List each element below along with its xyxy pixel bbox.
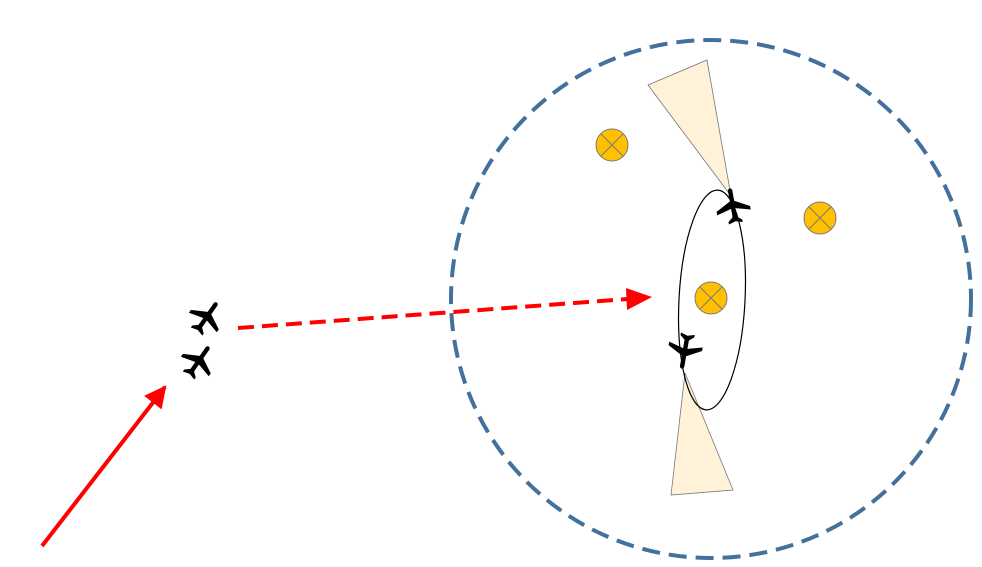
- zone-boundary-circle: [449, 38, 973, 560]
- intercept-path-arrowhead: [626, 288, 652, 310]
- intercept-path-arrow: [237, 297, 629, 330]
- approach-path-arrow: [40, 385, 167, 548]
- sensor-beam-upper: [647, 59, 732, 197]
- threat-marker-icon: [803, 201, 837, 235]
- sensor-beam-lower: [670, 372, 734, 496]
- airplane-icon: [664, 330, 705, 372]
- airplane-icon: [712, 185, 753, 227]
- orbit-track: [677, 189, 747, 411]
- airplane-icon: [174, 336, 223, 386]
- airplane-icon: [182, 292, 231, 342]
- threat-marker-icon: [694, 281, 728, 315]
- threat-marker-icon: [595, 128, 629, 162]
